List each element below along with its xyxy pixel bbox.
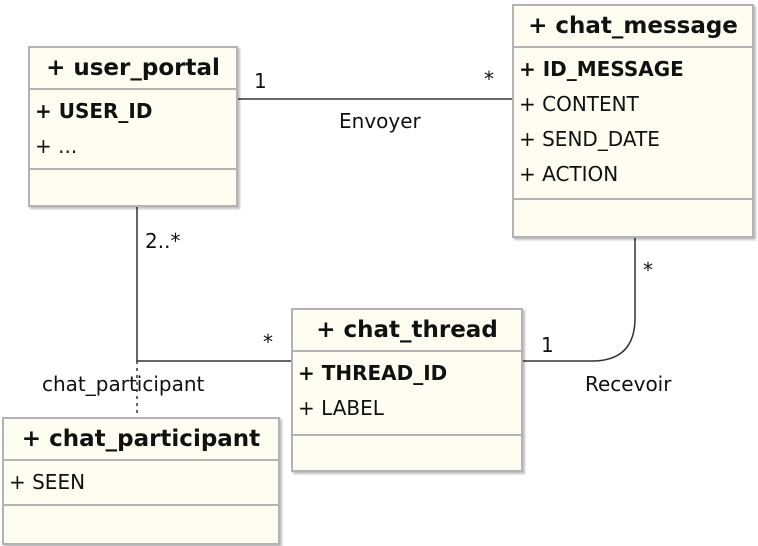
attribute-more: + ... <box>35 134 78 158</box>
recevoir-target-multiplicity: 1 <box>541 333 554 357</box>
attribute-id-message: + ID_MESSAGE <box>519 57 684 81</box>
class-user-portal[interactable]: + user_portal + USER_ID + ... <box>28 46 238 207</box>
attribute-list: + SEEN <box>4 461 278 506</box>
class-chat-message[interactable]: + chat_message + ID_MESSAGE + CONTENT + … <box>512 4 754 238</box>
attribute-send-date: + SEND_DATE <box>519 127 660 151</box>
class-title: + chat_thread <box>293 310 521 352</box>
attribute-label: + LABEL <box>298 396 384 420</box>
attribute-action: + ACTION <box>519 162 619 186</box>
attribute-seen: + SEEN <box>9 470 86 494</box>
recevoir-association-name: Recevoir <box>585 372 672 396</box>
class-chat-thread[interactable]: + chat_thread + THREAD_ID + LABEL <box>291 308 523 472</box>
operations-compartment <box>293 436 521 472</box>
class-title: + user_portal <box>30 48 236 90</box>
operations-compartment <box>30 170 236 206</box>
participant-association-name: chat_participant <box>42 372 205 396</box>
class-chat-participant[interactable]: + chat_participant + SEEN <box>2 417 280 545</box>
recevoir-source-multiplicity: * <box>643 258 653 282</box>
attribute-user-id: + USER_ID <box>35 99 153 123</box>
operations-compartment <box>514 200 752 236</box>
attribute-list: + USER_ID + ... <box>30 90 236 170</box>
recevoir-line <box>522 237 636 362</box>
attribute-content: + CONTENT <box>519 92 639 116</box>
class-title: + chat_participant <box>4 419 278 461</box>
attribute-list: + THREAD_ID + LABEL <box>293 352 521 436</box>
participant-target-multiplicity: * <box>263 330 273 354</box>
envoyer-target-multiplicity: * <box>484 67 494 91</box>
participant-source-multiplicity: 2..* <box>145 229 181 253</box>
envoyer-association-name: Envoyer <box>339 109 421 133</box>
class-title: + chat_message <box>514 6 752 48</box>
envoyer-source-multiplicity: 1 <box>254 69 267 93</box>
attribute-list: + ID_MESSAGE + CONTENT + SEND_DATE + ACT… <box>514 48 752 200</box>
attribute-thread-id: + THREAD_ID <box>298 361 448 385</box>
operations-compartment <box>4 506 278 542</box>
